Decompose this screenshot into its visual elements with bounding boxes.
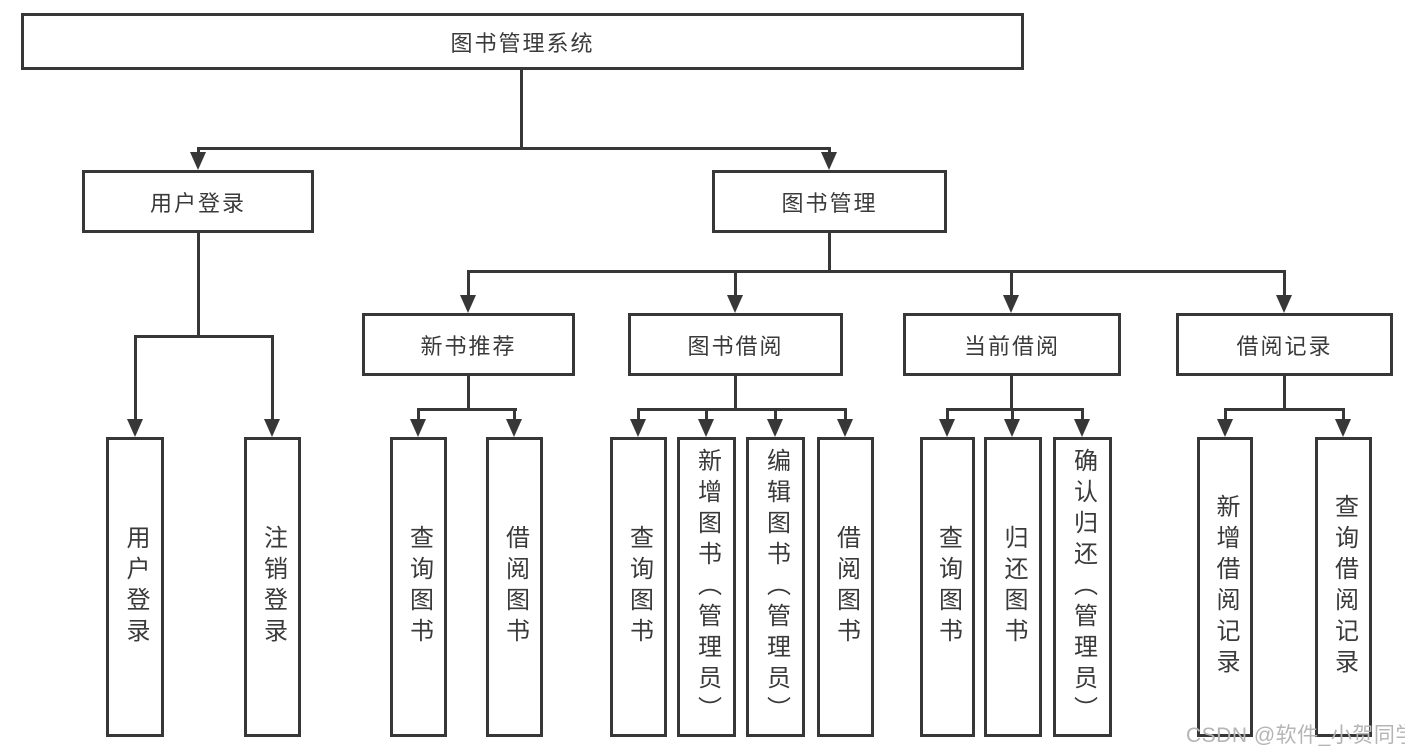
connector-vline (946, 408, 949, 422)
connector-vline (134, 335, 137, 422)
connector-hline (637, 408, 846, 411)
arrowhead-icon (1003, 295, 1019, 313)
connector-vline (520, 70, 523, 147)
arrowhead-icon (767, 419, 783, 437)
connector-vline (828, 233, 831, 270)
arrowhead-icon (727, 295, 743, 313)
connector-vline (774, 408, 777, 422)
connector-vline (1224, 408, 1227, 422)
connector-hline (197, 147, 831, 150)
connector-vline (1283, 270, 1286, 298)
connector-vline (467, 270, 470, 298)
leaf-add-borrow-record: 新增借阅记录 (1197, 437, 1253, 737)
connector-vline (1010, 270, 1013, 298)
node-new-book-recommendation: 新书推荐 (362, 313, 575, 376)
connector-vline (513, 408, 516, 422)
connector-vline (417, 408, 420, 422)
connector-vline (844, 408, 847, 422)
leaf-confirm-return-admin: 确认归还（管理员） (1053, 437, 1112, 737)
arrowhead-icon (506, 419, 522, 437)
connector-vline (1342, 408, 1345, 422)
connector-vline (734, 270, 737, 298)
arrowhead-icon (630, 419, 646, 437)
connector-vline (467, 376, 470, 408)
connector-vline (734, 376, 737, 408)
arrowhead-icon (1335, 419, 1351, 437)
connector-vline (637, 408, 640, 422)
arrowhead-icon (939, 419, 955, 437)
connector-vline (1011, 408, 1014, 422)
leaf-search-books-2: 查询图书 (610, 437, 667, 737)
leaf-search-books-3: 查询图书 (920, 437, 975, 737)
connector-vline (1283, 376, 1286, 408)
connector-vline (271, 335, 274, 422)
connector-hline (417, 408, 517, 411)
connector-vline (1081, 408, 1084, 422)
connector-vline (705, 408, 708, 422)
leaf-search-borrow-record: 查询借阅记录 (1315, 437, 1372, 737)
node-user-login: 用户登录 (82, 170, 314, 233)
arrowhead-icon (1004, 419, 1020, 437)
arrowhead-icon (1276, 295, 1292, 313)
arrowhead-icon (698, 419, 714, 437)
leaf-logout: 注销登录 (244, 437, 301, 737)
node-borrowing-records: 借阅记录 (1176, 313, 1393, 376)
node-current-borrowing: 当前借阅 (903, 313, 1121, 376)
arrowhead-icon (460, 295, 476, 313)
connector-vline (197, 147, 200, 155)
leaf-user-login: 用户登录 (106, 437, 164, 737)
connector-hline (946, 408, 1083, 411)
arrowhead-icon (1074, 419, 1090, 437)
leaf-add-books-admin: 新增图书（管理员） (677, 437, 736, 737)
leaf-return-books: 归还图书 (984, 437, 1042, 737)
node-book-management: 图书管理 (712, 170, 947, 233)
connector-vline (197, 233, 200, 335)
arrowhead-icon (821, 152, 837, 170)
node-library-management-system: 图书管理系统 (21, 13, 1024, 70)
arrowhead-icon (264, 419, 280, 437)
connector-vline (828, 147, 831, 155)
arrowhead-icon (410, 419, 426, 437)
arrowhead-icon (127, 419, 143, 437)
leaf-edit-books-admin: 编辑图书（管理员） (746, 437, 805, 737)
watermark: CSDN @软件_小贺同学 (1186, 724, 1405, 747)
leaf-borrow-books-1: 借阅图书 (486, 437, 543, 737)
node-book-borrowing: 图书借阅 (628, 313, 843, 376)
leaf-borrow-books-2: 借阅图书 (817, 437, 874, 737)
connector-vline (1010, 376, 1013, 408)
connector-hline (1224, 408, 1345, 411)
connector-hline (467, 270, 1286, 273)
arrowhead-icon (1217, 419, 1233, 437)
arrowhead-icon (837, 419, 853, 437)
leaf-search-books-1: 查询图书 (390, 437, 447, 737)
connector-hline (134, 335, 274, 338)
arrowhead-icon (190, 152, 206, 170)
